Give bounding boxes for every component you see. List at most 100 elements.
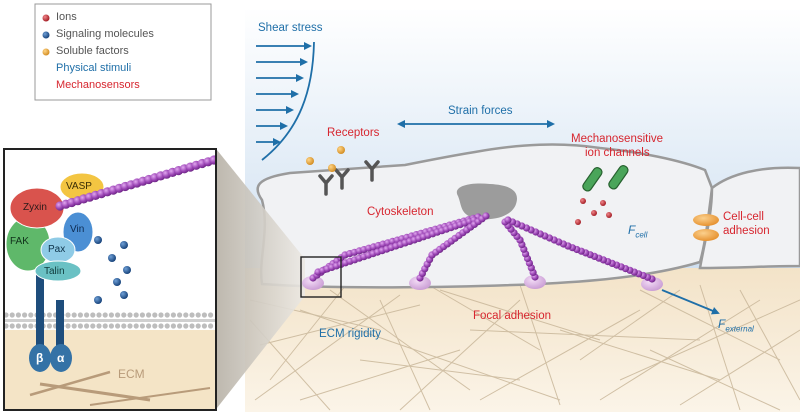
receptor (364, 160, 380, 182)
inset-scene (4, 155, 216, 410)
cell-cell-label-line1: Cell-cell (723, 211, 764, 223)
lipid-head (170, 323, 176, 329)
signaling-dot (123, 266, 131, 274)
fak-label: FAK (10, 236, 29, 247)
cadherin-top (693, 214, 719, 226)
membrane-core (4, 319, 216, 322)
lipid-head (115, 312, 121, 318)
actin-bead (482, 212, 490, 220)
lipid-head (115, 323, 121, 329)
lipid-head (127, 312, 133, 318)
inset-actin-filament (55, 155, 216, 211)
integrin-beta (29, 344, 51, 372)
lipid-head (90, 312, 96, 318)
lipid-head (158, 312, 164, 318)
lipid-head (152, 312, 158, 318)
lipid-head (183, 323, 189, 329)
ion-dot (606, 212, 612, 218)
lipid-head (183, 312, 189, 318)
lipid-head (84, 323, 90, 329)
lipid-head (9, 323, 15, 329)
lipid-head (84, 312, 90, 318)
focal-adhesion-site (524, 275, 546, 289)
lipid-head (46, 323, 53, 329)
lipid-head (46, 312, 53, 318)
inset-ecm-fiber (29, 370, 111, 397)
f-external-subscript: external (725, 324, 754, 334)
lipid-head (146, 312, 152, 318)
lipid-head (139, 323, 145, 329)
integrin-alpha-leg (56, 300, 64, 358)
f-cell-subscript: cell (635, 230, 648, 240)
integrin-beta-leg (36, 258, 44, 358)
mechanosensitive-label-line1: Mechanosensitive (571, 133, 664, 145)
focal-adhesion-zoom-box (300, 256, 342, 298)
f-external-arrow (661, 289, 720, 315)
pax-label: Pax (48, 244, 66, 255)
lipid-head (22, 312, 28, 318)
ion-channel (608, 165, 629, 190)
lipid-head (133, 312, 139, 318)
shear-stress-arrows (256, 42, 312, 146)
lipid-head (177, 312, 183, 318)
lipid-head (170, 312, 176, 318)
signaling-dot (120, 291, 128, 299)
lipid-head (195, 312, 201, 318)
lipid-head (146, 323, 152, 329)
nucleus (456, 183, 517, 220)
legend-mechanosensors-label: Mechanosensors (56, 79, 140, 91)
soluble-factor-dot (328, 164, 336, 172)
signaling-dot (94, 236, 102, 244)
f-external-label: Fexternal (718, 318, 754, 333)
lipid-head (208, 312, 214, 318)
lipid-head (15, 323, 21, 329)
f-cell-main: F (628, 223, 636, 237)
lipid-head (189, 312, 195, 318)
ion-channel-group (582, 165, 629, 192)
lipid-head (28, 323, 34, 329)
lipid-head (22, 323, 28, 329)
signaling-dot (108, 254, 116, 262)
signaling-legend-dot (42, 31, 50, 39)
lipid-head (102, 312, 108, 318)
lipid-head (65, 312, 71, 318)
lipid-head (139, 312, 145, 318)
lipid-head (158, 323, 164, 329)
legend-signaling-label: Signaling molecules (56, 28, 154, 40)
zoom-funnel (217, 150, 305, 408)
lipid-head (208, 323, 214, 329)
legend-soluble-label: Soluble factors (56, 45, 129, 57)
ion-dots (575, 198, 612, 225)
integrin-alpha-label: α (57, 351, 65, 365)
lipid-head (15, 312, 21, 318)
receptors-label: Receptors (327, 127, 380, 139)
lipid-head (127, 323, 133, 329)
actin-bead (504, 216, 512, 224)
lipid-head (102, 323, 108, 329)
lipid-head (9, 312, 15, 318)
ions-legend-dot (42, 14, 50, 22)
lipid-head (152, 323, 158, 329)
lipid-head (195, 323, 201, 329)
lipid-head (28, 312, 34, 318)
lipid-head (201, 323, 207, 329)
lipid-head (71, 323, 77, 329)
cytoskeleton-filaments (309, 212, 656, 283)
focal-adhesion-label: Focal adhesion (473, 310, 551, 322)
lipid-head (164, 312, 170, 318)
f-external-main: F (718, 317, 726, 331)
focal-adhesion-site (409, 276, 431, 290)
lipid-head (77, 312, 83, 318)
inset-membrane (4, 312, 216, 329)
ecm-fibers (249, 279, 800, 411)
lipid-head (189, 323, 195, 329)
ecm-rigidity-label: ECM rigidity (319, 328, 381, 340)
mechanosensitive-label-line2: ion channels (585, 147, 650, 159)
vin-label: Vin (70, 224, 85, 235)
shear-stress-label: Shear stress (258, 22, 323, 34)
cytoskeleton-label: Cytoskeleton (367, 206, 434, 218)
lipid-head (4, 312, 9, 318)
integrin-alpha (50, 344, 72, 372)
